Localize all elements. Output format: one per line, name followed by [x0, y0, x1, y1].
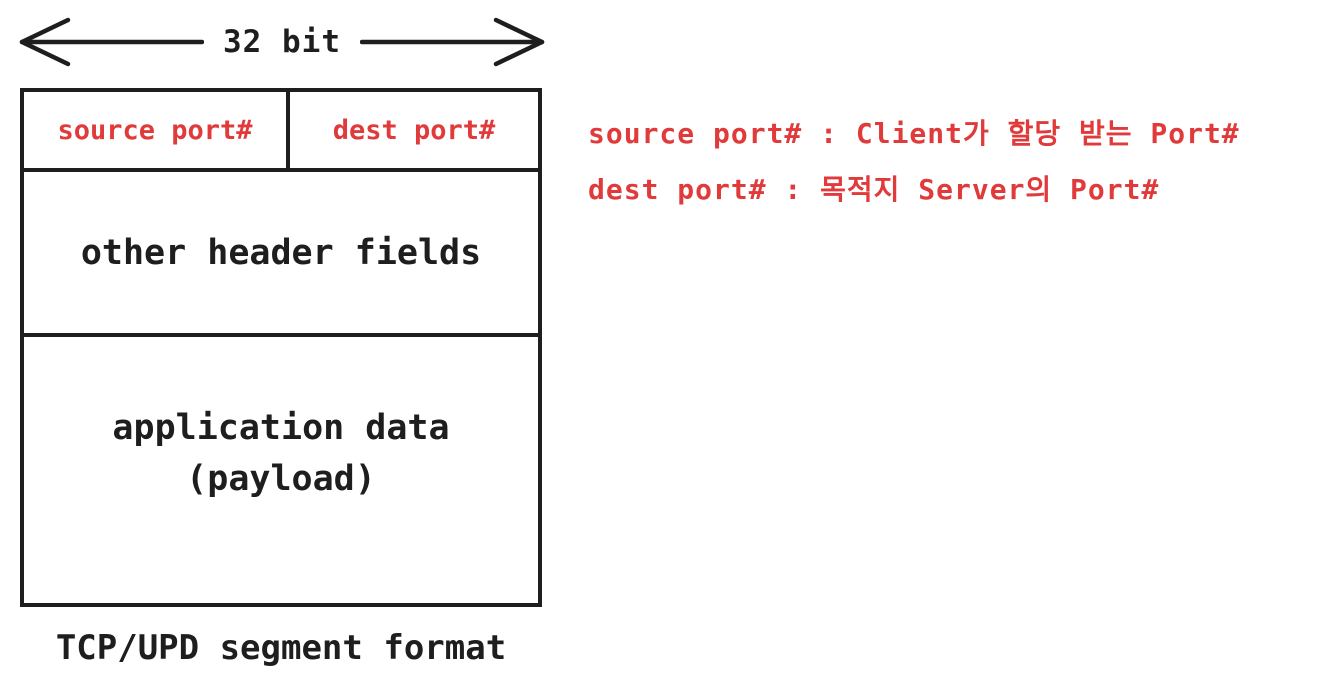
- arrow-left-icon: [19, 17, 204, 67]
- arrow-right-icon: [360, 17, 545, 67]
- width-arrow-label: 32 bit: [223, 24, 341, 60]
- dest-port-label: dest port#: [332, 114, 496, 146]
- source-port-cell: source port#: [24, 92, 290, 168]
- ports-row: source port# dest port#: [24, 92, 538, 172]
- source-port-label: source port#: [57, 114, 253, 146]
- other-header-fields-row: other header fields: [24, 172, 538, 337]
- annotation-source-port: source port# : Client가 할당 받는 Port#: [588, 117, 1240, 150]
- segment-box: source port# dest port# other header fie…: [20, 88, 542, 607]
- width-arrow: 32 bit: [18, 14, 546, 70]
- annotation-dest-port: dest port# : 목적지 Server의 Port#: [588, 173, 1160, 206]
- application-data-label: application data: [112, 408, 450, 449]
- dest-port-cell: dest port#: [290, 92, 538, 168]
- payload-label: (payload): [186, 459, 376, 499]
- application-data-row: application data (payload): [24, 337, 538, 603]
- other-header-fields-label: other header fields: [80, 232, 482, 273]
- caption: TCP/UPD segment format: [55, 628, 507, 668]
